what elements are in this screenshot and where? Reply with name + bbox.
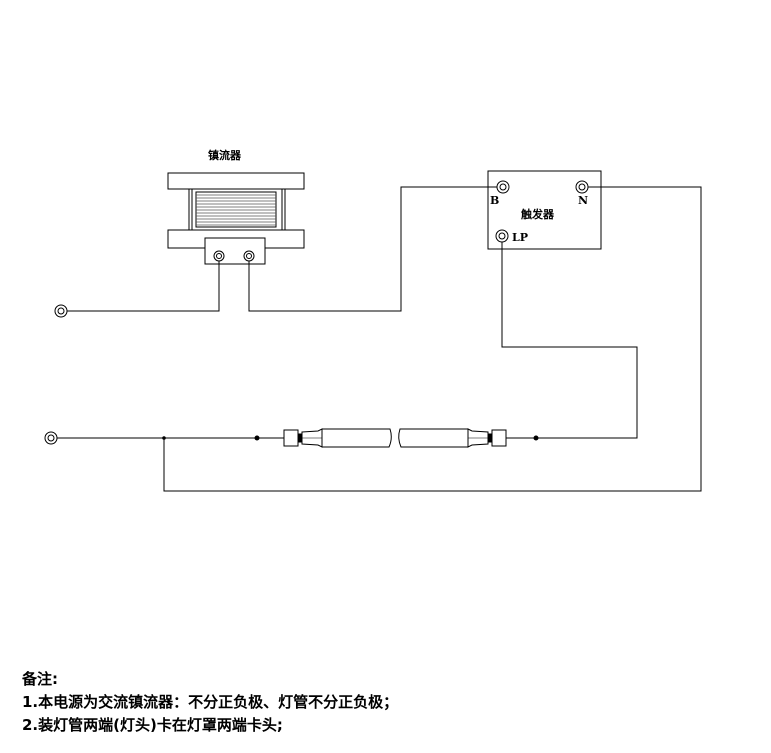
notes-title: 备注: [22,670,58,688]
terminal-n-label: N [578,194,588,207]
igniter [487,170,602,250]
input-terminal-bottom [44,431,58,445]
notes-line-2: 2.装灯管两端(灯头)卡在灯罩两端卡头; [22,716,283,734]
wire-igniter-lp-to-lamp [501,242,638,439]
input-terminal-top [54,304,68,318]
wire-junction [162,436,166,440]
wire-igniter-n-loop [163,186,702,492]
lamp-left-cap [283,429,299,447]
lamp-right-cap [491,429,507,447]
lamp-tube-right [398,428,469,448]
ballast-top-plate [167,172,305,190]
wires [57,186,702,492]
notes-section: 备注: 1.本电源为交流镇流器：不分正负极、灯管不分正负极； 2.装灯管两端(灯… [22,668,398,737]
lamp-tube [254,428,539,448]
ballast [167,172,305,265]
terminal-lp-label: LP [512,231,528,244]
ballast-coil-windings [196,194,276,226]
ballast-label: 镇流器 [208,148,242,162]
notes-line-1: 1.本电源为交流镇流器：不分正负极、灯管不分正负极； [22,693,399,711]
ballast-terminal-block [204,237,266,265]
wire-ballast-to-igniter-b [248,186,497,312]
lamp-tube-left [321,428,392,448]
wire-input-to-ballast [67,261,220,312]
terminal-b-label: B [490,194,499,207]
wiring-diagram: 镇流器 触发器 B N LP [44,148,702,492]
igniter-label: 触发器 [520,207,555,221]
